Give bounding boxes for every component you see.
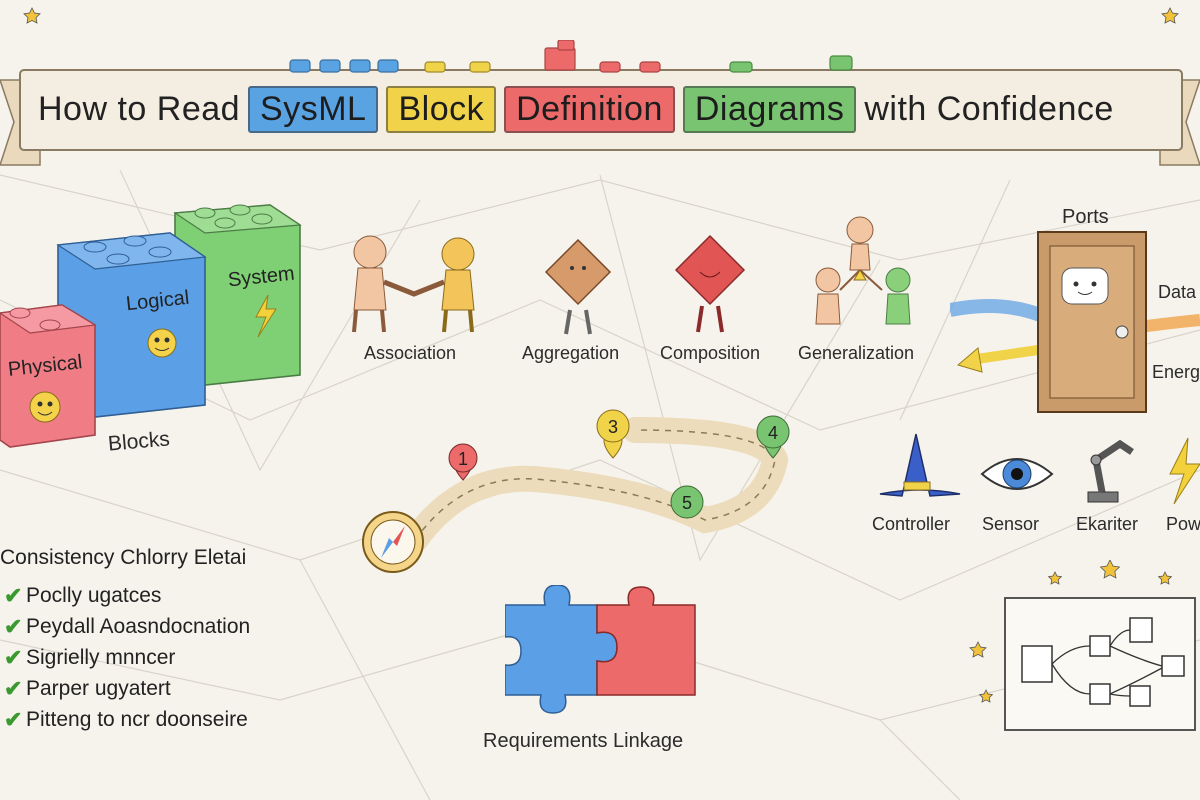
checkmark-icon: ✔ bbox=[4, 706, 23, 732]
relationship-label-generalization: Generalization bbox=[798, 343, 915, 363]
eye-icon bbox=[980, 458, 1054, 490]
role-label-sensor: Sensor bbox=[982, 514, 1040, 534]
family-tree-figures-icon bbox=[815, 216, 911, 325]
checklist-title: Consistency Chlorry Eletai bbox=[0, 546, 247, 569]
checklist: ✔Poclly ugatces ✔Peydall Aoasndocnation … bbox=[4, 580, 250, 735]
step-1: 1 bbox=[458, 449, 468, 469]
title-block-block: Block bbox=[386, 85, 497, 133]
physical-cube-icon bbox=[0, 304, 97, 448]
pin-1-icon bbox=[448, 443, 478, 481]
pin-3-icon bbox=[596, 409, 630, 459]
relationship-label-aggregation: Aggregation bbox=[522, 343, 620, 363]
corner-star-icon bbox=[23, 7, 1179, 24]
diamond-figure-icon bbox=[544, 238, 612, 335]
system-cube-icon bbox=[173, 204, 302, 386]
title-block-sysml: SysML bbox=[248, 85, 379, 133]
title-block-definition: Definition bbox=[504, 85, 675, 133]
step-4: 4 bbox=[768, 423, 778, 443]
role-label-ekariter: Ekariter bbox=[1076, 514, 1139, 534]
port-flow-energy: Energ bbox=[1152, 362, 1200, 382]
step-5: 5 bbox=[682, 493, 692, 513]
checkmark-icon: ✔ bbox=[4, 675, 23, 701]
title-prefix: How to Read bbox=[38, 89, 241, 128]
checklist-item: ✔Parper ugyatert bbox=[4, 675, 171, 701]
filled-diamond-figure-icon bbox=[674, 234, 746, 333]
checklist-item: ✔Sigrielly mnncer bbox=[4, 644, 176, 670]
role-label-controller: Controller bbox=[872, 514, 951, 534]
blocks-cube-stack bbox=[0, 204, 302, 448]
diagram-title: How to Read SysML Block Definition Diagr… bbox=[38, 85, 1114, 133]
checkmark-icon: ✔ bbox=[4, 582, 23, 608]
puzzle-pieces-icon bbox=[505, 585, 696, 714]
mini-block-diagram bbox=[969, 560, 1196, 731]
title-suffix: with Confidence bbox=[864, 89, 1114, 128]
requirements-caption: Requirements Linkage bbox=[483, 730, 684, 752]
checklist-item: ✔Poclly ugatces bbox=[4, 582, 162, 608]
wizard-hat-icon bbox=[879, 433, 961, 497]
relationship-label-composition: Composition bbox=[660, 343, 761, 363]
handshake-figures-icon bbox=[352, 235, 475, 333]
title-block-diagrams: Diagrams bbox=[682, 85, 857, 133]
relationship-figures bbox=[352, 216, 911, 335]
pin-4-icon bbox=[756, 415, 790, 459]
relationship-label-association: Association bbox=[364, 343, 457, 363]
journey-path: 1 3 4 5 bbox=[362, 409, 790, 573]
checklist-item: ✔Pitteng to ncr doonseire bbox=[4, 706, 248, 732]
robot-arm-icon bbox=[1087, 439, 1134, 503]
checklist-item: ✔Peydall Aoasndocnation bbox=[4, 613, 251, 639]
checkmark-icon: ✔ bbox=[4, 613, 23, 639]
door-icon bbox=[1037, 231, 1147, 413]
checkmark-icon: ✔ bbox=[4, 644, 23, 670]
role-icons bbox=[879, 433, 1200, 505]
lightning-icon bbox=[1169, 437, 1200, 505]
ports-door bbox=[950, 231, 1200, 413]
role-label-power: Pow bbox=[1166, 514, 1200, 534]
pin-5-icon bbox=[670, 485, 704, 519]
ports-title: Ports bbox=[1062, 206, 1109, 228]
port-flow-data: Data bbox=[1158, 282, 1197, 302]
compass-icon bbox=[362, 511, 424, 573]
step-3: 3 bbox=[608, 417, 618, 437]
sparkle-star-icon bbox=[969, 560, 1173, 703]
